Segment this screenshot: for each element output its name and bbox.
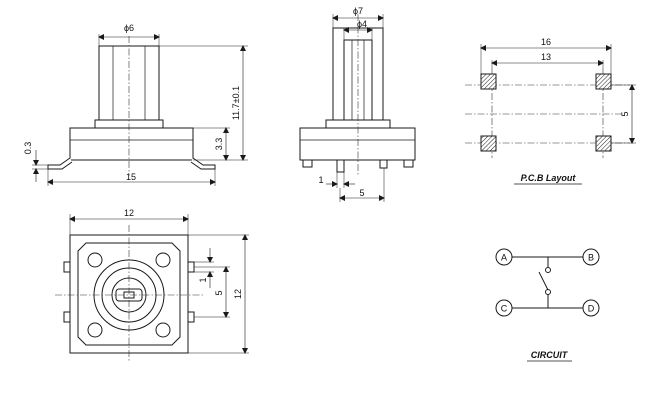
front-terminal-label: 0.3 [23, 142, 33, 155]
side-pin-mid-left [336, 159, 345, 173]
top-view: 12 12 5 1 [55, 208, 249, 362]
side-outer-label: ϕ7 [353, 6, 363, 16]
circuit-node-b [582, 248, 600, 266]
circuit-node-c-label: C [501, 304, 508, 314]
front-dia-label: ϕ6 [124, 23, 134, 33]
circuit-node-d [582, 299, 600, 317]
top-terminal-left-lower [63, 311, 71, 323]
pcb-vert-label: 5 [620, 111, 630, 116]
front-body [69, 127, 194, 161]
circuit-switch-contact-bottom [545, 289, 551, 295]
side-pitch-label: 5 [359, 188, 364, 198]
pcb-total-label: 16 [541, 37, 551, 47]
front-base-label: 3.3 [214, 138, 224, 151]
pcb-pad-bottom-right [595, 135, 612, 152]
front-view: ϕ6 11.7±0.1 3.3 0.3 15 [23, 23, 248, 186]
circuit-node-a-label: A [501, 253, 507, 263]
top-terminal-left-upper [63, 261, 71, 273]
circuit-node-a [495, 248, 513, 266]
circuit-switch-blade [538, 271, 549, 291]
circuit-node-d-label: D [588, 304, 595, 314]
side-inner-label: ϕ4 [357, 19, 367, 29]
pcb-inner-label: 13 [541, 52, 551, 62]
side-pin-left [302, 159, 313, 168]
side-pin-mid-right [379, 159, 388, 169]
top-terminal-right-upper [187, 261, 195, 273]
top-hole-top-right [155, 252, 171, 268]
top-hole-top-left [87, 252, 103, 268]
side-pin-label: 1 [318, 175, 323, 185]
top-terminal-right-lower [187, 311, 195, 323]
side-pin-right [403, 159, 414, 168]
front-terminal-right [190, 157, 216, 170]
side-view: ϕ7 ϕ4 1 5 [299, 6, 416, 202]
side-body [299, 127, 416, 161]
circuit-node-b-label: B [588, 253, 594, 263]
circuit: A B C D CIRCUIT [495, 248, 600, 362]
pcb-pad-top-left [480, 73, 497, 90]
front-height-label: 11.7±0.1 [231, 86, 241, 120]
top-width-label: 12 [124, 208, 134, 218]
top-pitch-label: 5 [214, 290, 224, 295]
circuit-caption: CIRCUIT [531, 350, 569, 360]
top-small-label: 1 [198, 277, 208, 282]
top-height-label: 12 [233, 289, 243, 299]
top-body-inner [77, 242, 181, 346]
pcb-layout-caption: P.C.B Layout [521, 173, 577, 183]
circuit-switch-contact-top [545, 267, 551, 273]
front-terminal-left [47, 157, 73, 170]
pcb-pad-bottom-left [480, 135, 497, 152]
top-hole-bottom-left [87, 322, 103, 338]
circuit-node-c [495, 299, 513, 317]
pcb-layout: 16 13 5 P.C.B Layout [465, 37, 636, 185]
front-width-label: 15 [126, 172, 136, 182]
top-hole-bottom-right [155, 322, 171, 338]
pcb-pad-top-right [595, 73, 612, 90]
